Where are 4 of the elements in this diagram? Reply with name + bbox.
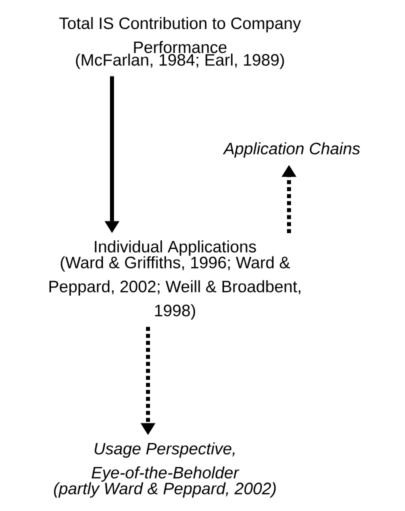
- text-label: Individual Applications (Ward & Griffiths, 1996; Ward & Peppard, 2002; Weill & Broadbent, 1998): [49, 240, 300, 320]
- text-label: Usage Perspective, Eye-of-the-Beholder (partly Ward & Peppard, 2002): [54, 442, 276, 498]
- text-label: Application Chains: [222, 142, 360, 158]
- text-label: Total IS Contribution to Company Performance (McFarlan, 1984; Earl, 1989): [59, 17, 301, 69]
